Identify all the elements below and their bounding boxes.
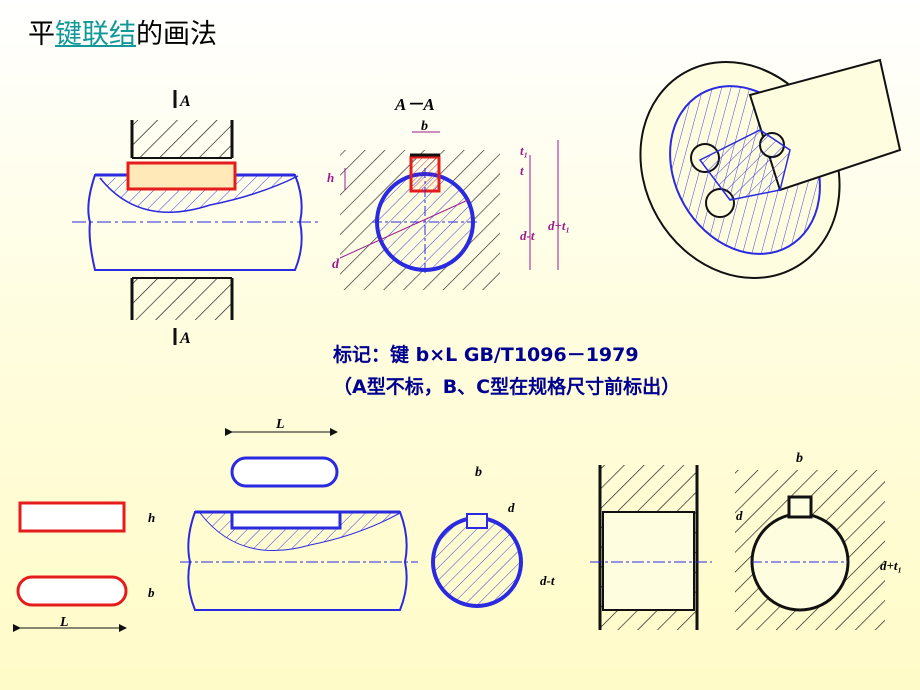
dim-b-hub: b <box>796 451 803 466</box>
title-prefix: 平 <box>28 19 55 50</box>
dim-d-minus-t-keyway: d-t <box>540 573 555 588</box>
dim-d-plus-t1: d+t₁ <box>548 218 570 233</box>
dim-b: b <box>421 119 428 134</box>
shaft-keyway-view: b d d-t <box>180 465 555 611</box>
dim-d-hub: d <box>736 508 743 523</box>
section-mark-bottom: A <box>179 330 191 347</box>
assembly-front-view: A A <box>72 90 318 347</box>
dim-t: t <box>520 163 524 178</box>
key-front <box>126 161 237 191</box>
key-round-red <box>16 575 128 607</box>
key-square-red <box>18 501 126 533</box>
hub-keyway-view: b d d+t₁ <box>590 451 902 630</box>
dim-L-top: L <box>275 417 285 432</box>
dim-d: d <box>332 257 340 272</box>
key-views: L L h b <box>13 417 339 632</box>
dim-h: h <box>327 170 334 185</box>
marking-note: 标记：键 b×L GB/T1096－1979 <box>333 344 639 366</box>
isometric-view <box>639 58 902 280</box>
marking-note-detail: （A型不标，B、C型在规格尺寸前标出） <box>333 376 681 398</box>
dim-b-bottom: b <box>148 585 155 600</box>
dim-L-bottom: L <box>59 615 69 630</box>
dim-d-keyway: d <box>508 500 515 515</box>
dim-d-minus-t: d-t <box>520 228 535 243</box>
dim-t1: t₁ <box>520 143 528 158</box>
dim-b-keyway: b <box>475 465 482 480</box>
section-aa-view: A－A b h t t₁ d-t d+t₁ d <box>327 95 570 290</box>
hub-hatch-bottom <box>132 278 232 320</box>
section-mark-top: A <box>179 93 191 110</box>
page-title: 平键联结的画法 <box>28 12 217 51</box>
hub-hatch-top <box>132 120 232 158</box>
section-title: A－A <box>394 95 435 114</box>
key-round-blue <box>230 456 339 488</box>
dim-d-plus-t1-hub: d+t₁ <box>880 558 902 573</box>
dim-h-bottom: h <box>148 510 155 525</box>
title-suffix: 的画法 <box>136 19 217 50</box>
shaft-keyway-section <box>431 516 523 608</box>
title-link[interactable]: 键联结 <box>55 19 136 50</box>
